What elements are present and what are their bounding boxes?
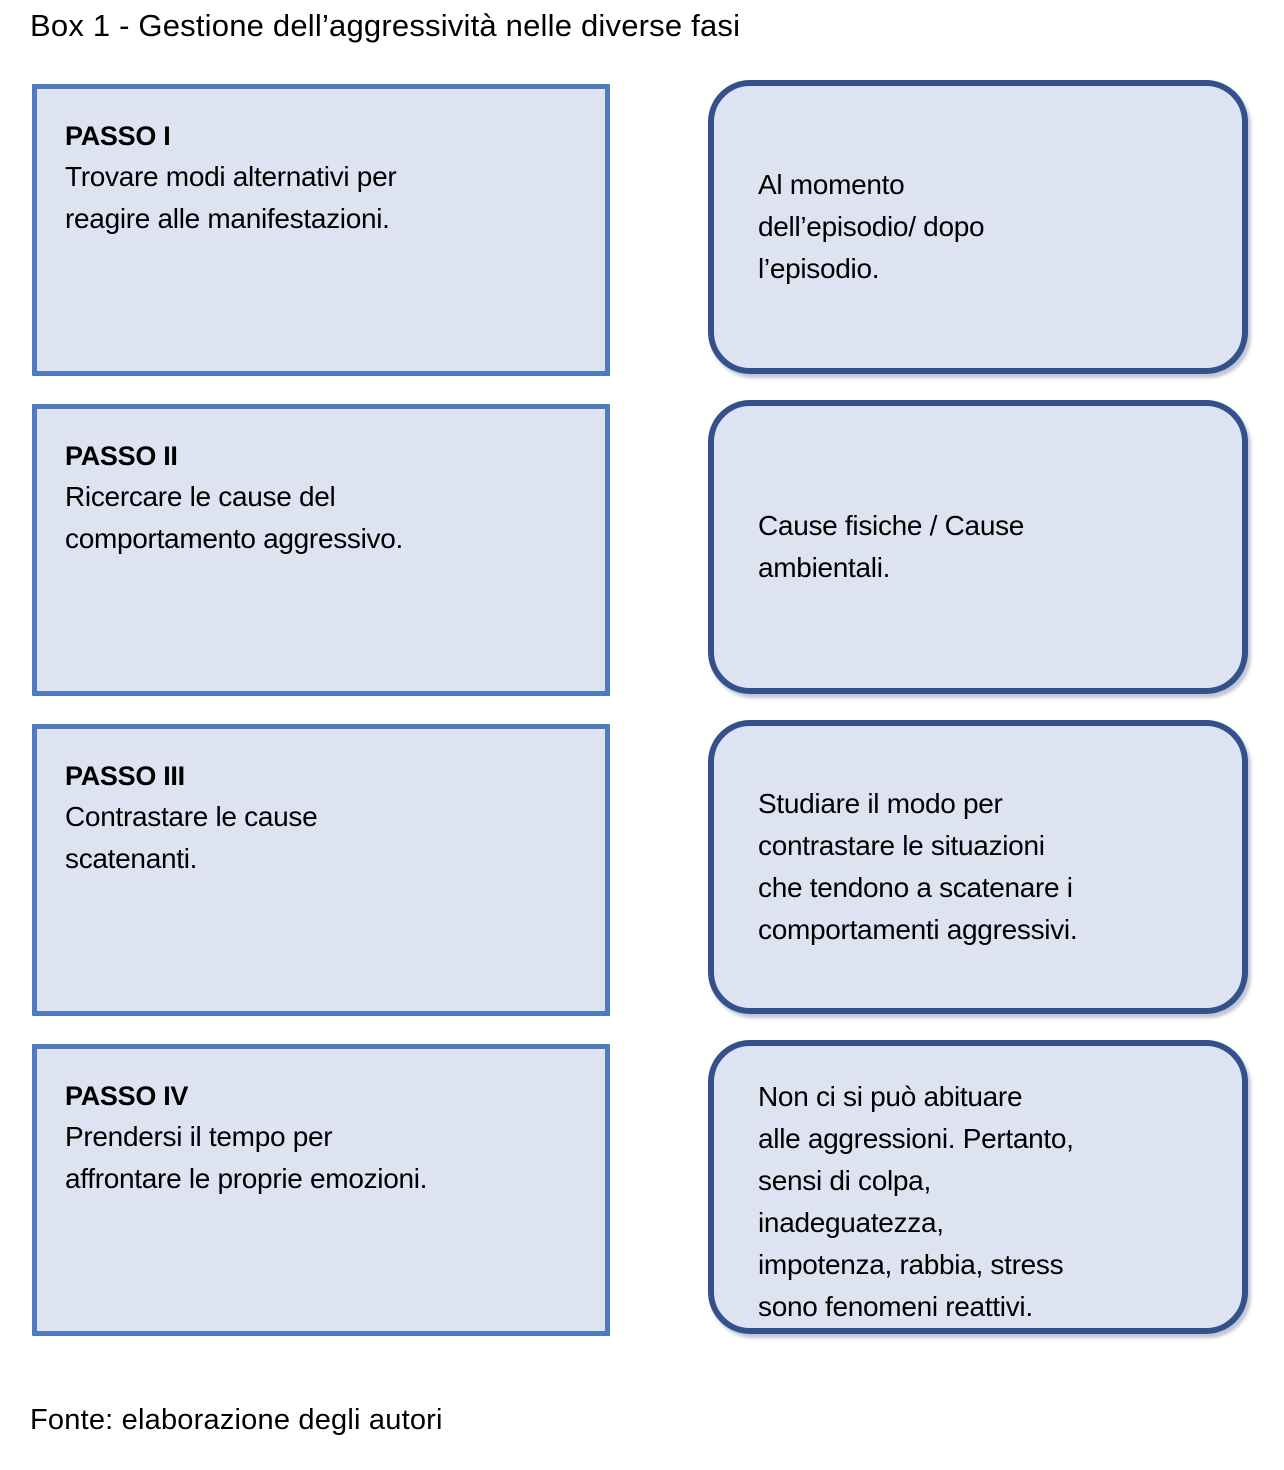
note-text-3: Studiare il modo per contrastare le situ… xyxy=(758,788,1078,945)
steps-grid: PASSO I Trovare modi alternativi per rea… xyxy=(0,80,1284,1364)
note-card-3: Studiare il modo per contrastare le situ… xyxy=(708,720,1248,1014)
step-text-1: Trovare modi alternativi per reagire all… xyxy=(65,161,397,234)
figure-title: Box 1 - Gestione dell’aggressività nelle… xyxy=(30,8,741,43)
step-text-3: Contrastare le cause scatenanti. xyxy=(65,801,318,874)
step-row: PASSO II Ricercare le cause del comporta… xyxy=(0,400,1284,724)
note-text-2: Cause fisiche / Cause ambientali. xyxy=(758,510,1025,583)
note-text-1: Al momento dell’episodio/ dopo l’episodi… xyxy=(758,169,985,284)
step-row: PASSO I Trovare modi alternativi per rea… xyxy=(0,80,1284,404)
step-card-3: PASSO III Contrastare le cause scatenant… xyxy=(32,724,610,1016)
note-card-1: Al momento dell’episodio/ dopo l’episodi… xyxy=(708,80,1248,374)
step-label-4: PASSO IV xyxy=(65,1081,189,1111)
step-text-2: Ricercare le cause del comportamento agg… xyxy=(65,481,404,554)
note-text-4: Non ci si può abituare alle aggressioni.… xyxy=(758,1081,1074,1322)
step-card-4: PASSO IV Prendersi il tempo per affronta… xyxy=(32,1044,610,1336)
step-label-2: PASSO II xyxy=(65,441,178,471)
step-label-3: PASSO III xyxy=(65,761,185,791)
note-card-4: Non ci si può abituare alle aggressioni.… xyxy=(708,1040,1248,1334)
step-row: PASSO III Contrastare le cause scatenant… xyxy=(0,720,1284,1044)
source-note: Fonte: elaborazione degli autori xyxy=(30,1404,443,1436)
note-card-2: Cause fisiche / Cause ambientali. xyxy=(708,400,1248,694)
step-card-1: PASSO I Trovare modi alternativi per rea… xyxy=(32,84,610,376)
step-text-4: Prendersi il tempo per affrontare le pro… xyxy=(65,1121,428,1194)
step-card-2: PASSO II Ricercare le cause del comporta… xyxy=(32,404,610,696)
step-row: PASSO IV Prendersi il tempo per affronta… xyxy=(0,1040,1284,1364)
step-label-1: PASSO I xyxy=(65,121,171,151)
